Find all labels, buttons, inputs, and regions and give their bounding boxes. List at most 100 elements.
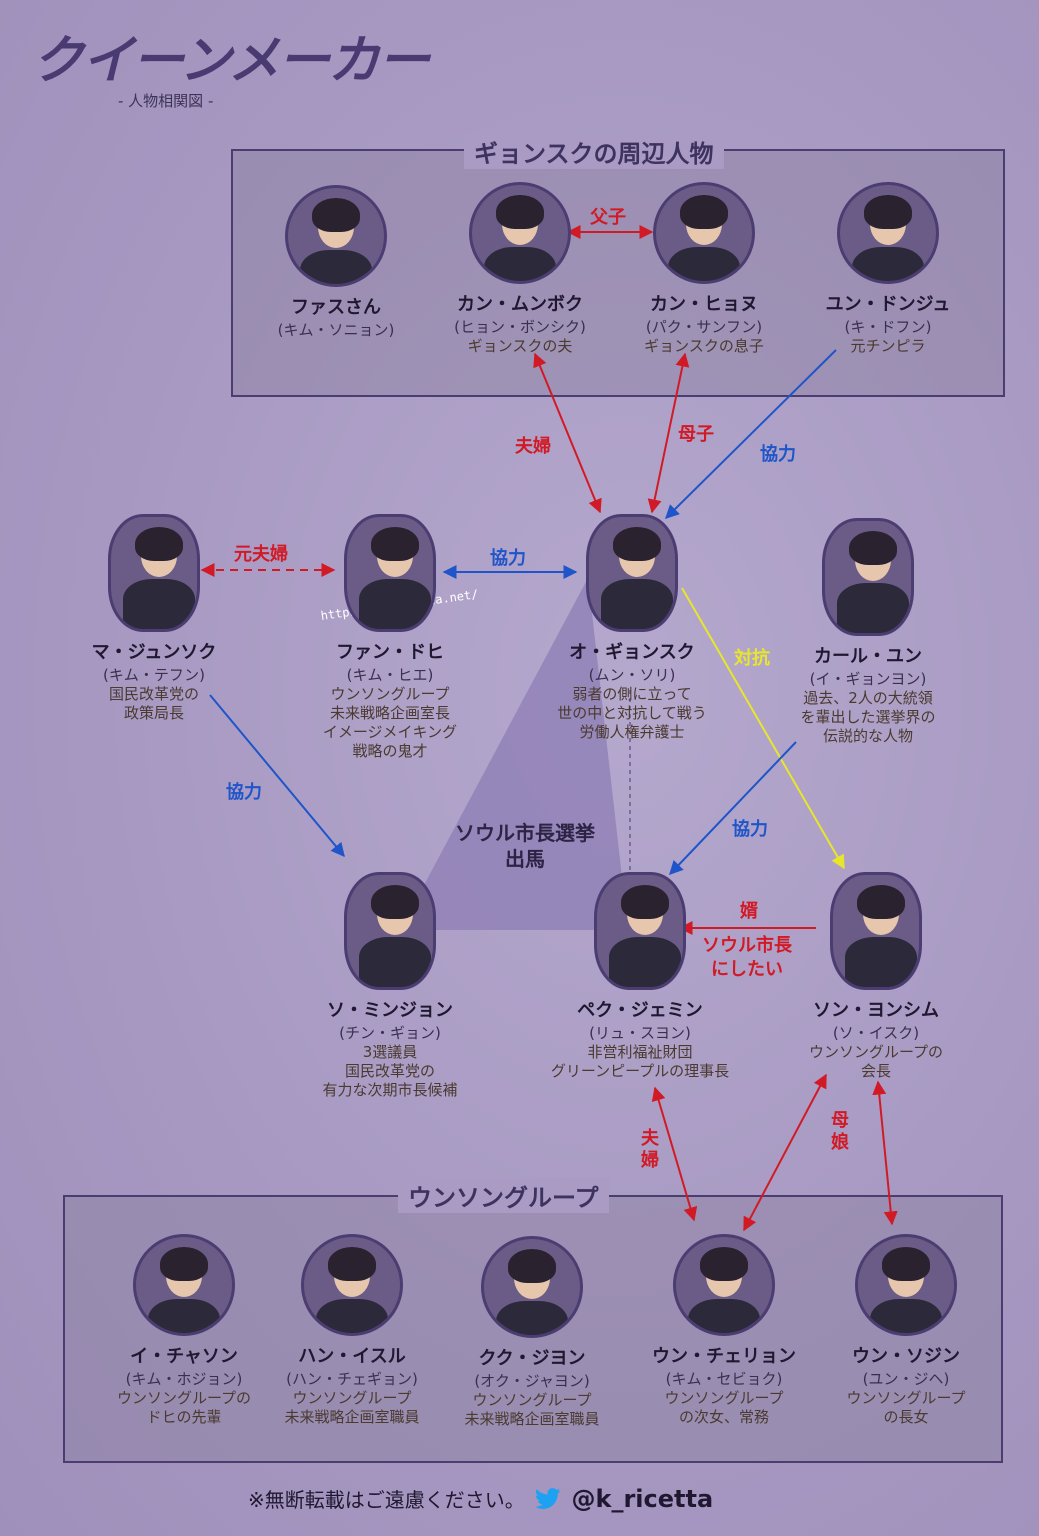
person-desc-line: 会長: [860, 1062, 891, 1080]
portrait-kkj: [481, 1236, 583, 1338]
person-actor: (ハン・チェギョン): [286, 1370, 418, 1388]
person-actor: (ムン・ソリ): [588, 666, 676, 684]
person-desc-line: ウンソングループ: [472, 1391, 592, 1409]
line-fufu-bottom: [651, 1086, 698, 1222]
rel-label-seoul-mayor-line-2: にしたい: [711, 959, 783, 980]
person-name: マ・ジュンソク: [91, 642, 217, 663]
person-kkj: クク・ジヨン (オク・ジャヨン) ウンソングループ 未来戦略企画室職員: [432, 1236, 632, 1429]
person-desc-line: 労働人権弁護士: [579, 723, 685, 741]
person-desc-line: 有力な次期市長候補: [322, 1081, 458, 1099]
rel-label-motofufu: 元夫婦: [234, 544, 288, 565]
portrait-ucr: [673, 1234, 775, 1336]
person-actor: (キム・テフン): [102, 666, 205, 684]
person-name: イ・チャソン: [130, 1346, 238, 1367]
rel-label-seoul-mayor-line-1: ソウル市長: [702, 935, 792, 956]
footer-handle: @k_ricetta: [571, 1485, 714, 1513]
person-name: ウン・チェリョン: [652, 1346, 796, 1367]
group-title-bottom: ウンソングループ: [398, 1178, 609, 1213]
person-desc-line: 伝説的な人物: [822, 727, 913, 745]
portrait-his: [301, 1234, 403, 1336]
person-desc-line: 未来戦略企画室職員: [464, 1410, 600, 1428]
person-desc-line: 元チンピラ: [850, 337, 926, 355]
rel-label-muko: 婿: [740, 901, 758, 922]
portrait-ics: [133, 1234, 235, 1336]
person-kmb: カン・ムンボク (ヒョン・ボンシク) ギョンスクの夫: [420, 182, 620, 356]
rel-label-boshi: 母子: [678, 424, 714, 445]
person-name: カン・ヒョヌ: [650, 294, 758, 315]
line-kyoryoku-kry: [669, 741, 797, 876]
person-actor: (イ・ギョンヨン): [809, 670, 927, 688]
person-desc-line: を輩出した選挙界の: [800, 708, 936, 726]
person-fas: ファスさん (キム・ソニョン): [236, 185, 436, 340]
portrait-kmb: [469, 182, 571, 284]
line-sister: [872, 1080, 898, 1226]
portrait-usj: [855, 1234, 957, 1336]
person-desc-line: ウンソングループの: [808, 1043, 944, 1061]
person-actor: (オク・ジャヨン): [474, 1372, 590, 1390]
person-name: ハン・イスル: [298, 1346, 406, 1367]
line-fufu-top: [533, 352, 602, 514]
rel-label-kyoryoku-fdh: 協力: [490, 548, 526, 569]
mayor-election-triangle: [400, 578, 628, 930]
person-his: ハン・イスル (ハン・チェギョン) ウンソングループ 未来戦略企画室職員: [252, 1234, 452, 1427]
person-desc-line: 国民改革党の: [108, 685, 199, 703]
person-actor: (ヒョン・ボンシク): [454, 318, 586, 336]
portrait-ogs: [586, 514, 678, 632]
person-desc-line: ウンソングループの: [116, 1389, 252, 1407]
portrait-fdh: [344, 514, 436, 632]
rel-label-kyoryoku-ydj: 協力: [760, 444, 796, 465]
person-mjs: マ・ジュンソク (キム・テフン) 国民改革党の 政策局長: [54, 514, 254, 723]
rel-label-fushi: 父子: [590, 207, 626, 228]
person-desc-line: 未来戦略企画室職員: [284, 1408, 420, 1426]
person-desc-line: ウンソングループ: [846, 1389, 966, 1407]
rel-label-fufu-bottom: 夫婦: [641, 1128, 659, 1171]
person-desc-line: 政策局長: [123, 704, 184, 722]
rel-label-seoul-mayor: ソウル市長 にしたい: [702, 934, 792, 982]
person-name: ファン・ドヒ: [336, 642, 444, 663]
portrait-mjs: [108, 514, 200, 632]
person-desc-line: ギョンスクの息子: [644, 337, 764, 355]
portrait-kry: [822, 518, 914, 636]
person-desc-line: の次女、常務: [678, 1408, 769, 1426]
person-ogs: オ・ギョンスク (ムン・ソリ) 弱者の側に立って 世の中と対抗して戦う 労働人権…: [532, 514, 732, 742]
line-boshi: [647, 352, 690, 514]
portrait-pjm: [594, 872, 686, 990]
twitter-bird-icon: [535, 1488, 561, 1512]
person-name: カール・ユン: [814, 646, 922, 667]
mayor-election-line-2: 出馬: [505, 847, 545, 871]
person-desc-line: 戦略の鬼才: [352, 742, 428, 760]
line-taiko: [681, 587, 845, 870]
line-boujou: [743, 1073, 827, 1232]
portrait-sys: [830, 872, 922, 990]
person-actor: (キム・セビョク): [665, 1370, 783, 1388]
footer: ※無断転載はご遠慮ください。 @k_ricetta: [248, 1484, 713, 1513]
person-desc-line: ウンソングループ: [292, 1389, 412, 1407]
person-desc-line: 国民改革党の: [344, 1062, 435, 1080]
rel-label-kyoryoku-mjs: 協力: [226, 782, 262, 803]
person-usj: ウン・ソジン (ユン・ジヘ) ウンソングループ の長女: [806, 1234, 1006, 1427]
mayor-election-label: ソウル市長選挙 出馬: [440, 820, 610, 872]
person-actor: (キム・ホジョン): [125, 1370, 243, 1388]
portrait-fas: [285, 185, 387, 287]
person-desc-line: 弱者の側に立って: [572, 685, 692, 703]
person-kry: カール・ユン (イ・ギョンヨン) 過去、2人の大統領 を輩出した選挙界の 伝説的…: [768, 518, 968, 746]
portrait-khn: [653, 182, 755, 284]
person-actor: (パク・サンフン): [645, 318, 763, 336]
mayor-election-line-1: ソウル市長選挙: [455, 821, 595, 845]
person-ydj: ユン・ドンジュ (キ・ドフン) 元チンピラ: [788, 182, 988, 356]
person-actor: (キ・ドフン): [844, 318, 932, 336]
person-name: ソン・ヨンシム: [813, 1000, 939, 1021]
person-desc-line: 未来戦略企画室長: [329, 704, 450, 722]
person-actor: (ソ・イスク): [832, 1024, 920, 1042]
person-name: ペク・ジェミン: [577, 1000, 703, 1021]
person-ics: イ・チャソン (キム・ホジョン) ウンソングループの ドヒの先輩: [84, 1234, 284, 1427]
person-name: ソ・ミンジョン: [327, 1000, 453, 1021]
person-desc-line: ウンソングループ: [330, 685, 450, 703]
page-subtitle: - 人物相関図 -: [118, 92, 214, 110]
portrait-ydj: [837, 182, 939, 284]
person-desc-line: ドヒの先輩: [146, 1408, 222, 1426]
person-name: ファスさん: [291, 297, 381, 318]
portrait-smj: [344, 872, 436, 990]
person-desc-line: 過去、2人の大統領: [803, 689, 933, 707]
